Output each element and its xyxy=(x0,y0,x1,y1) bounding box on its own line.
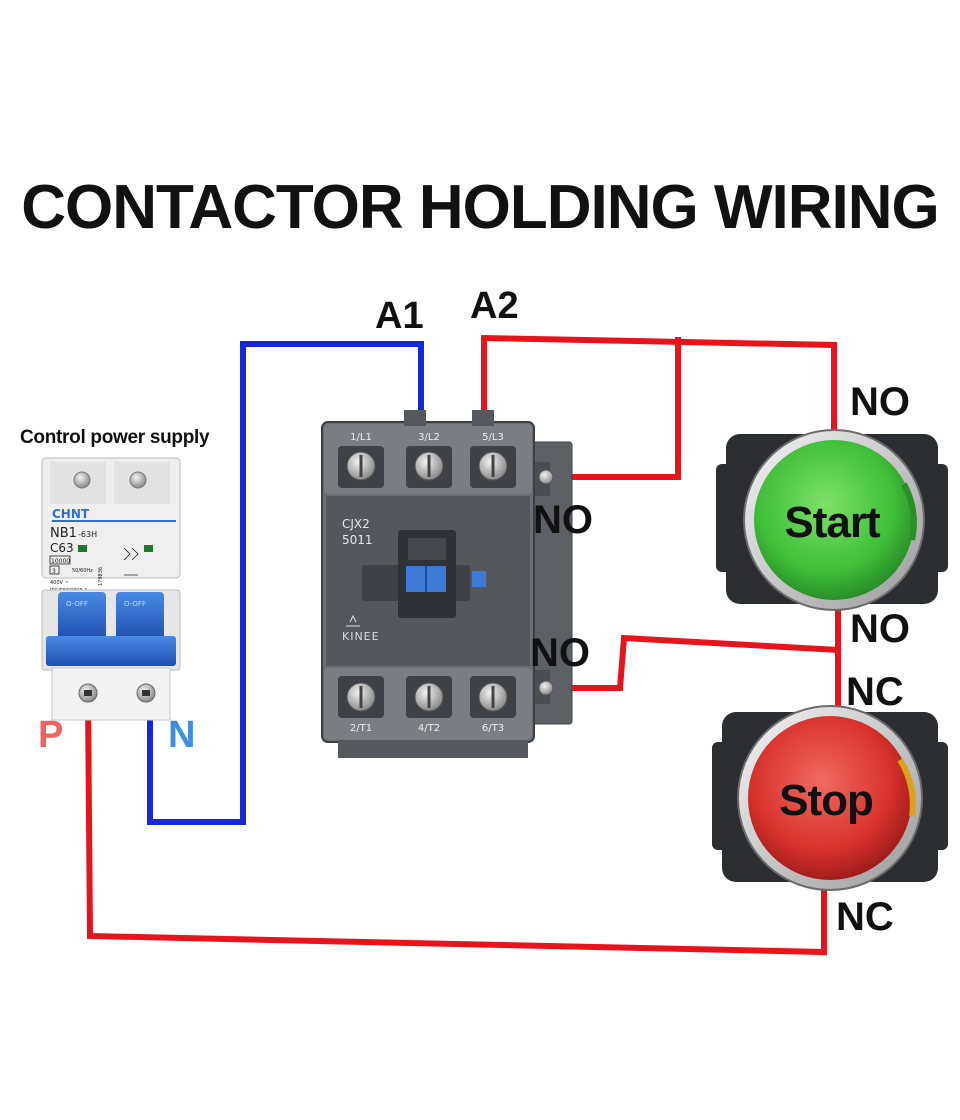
stop-top-nc-label: NC xyxy=(846,670,904,714)
stop-button[interactable]: Stop xyxy=(712,705,948,891)
terminal-label-t3: 6/T3 xyxy=(482,723,504,734)
start-button-label: Start xyxy=(784,498,881,547)
supply-label: Control power supply xyxy=(20,427,210,448)
contactor-model: CJX2 xyxy=(342,517,370,531)
a2-to-start-wire xyxy=(481,334,837,435)
terminal-label-l3: 5/L3 xyxy=(482,432,504,443)
circuit-breaker: CHNT NB1 -63H C63 10000 3 50/60Hz 400V ~… xyxy=(41,457,181,721)
breaker-serial: 179836 xyxy=(98,567,104,586)
start-bottom-no-label: NO xyxy=(850,607,910,651)
breaker-voltage: 400V ~ xyxy=(50,580,69,586)
breaker-toggle-1[interactable] xyxy=(58,592,106,640)
wires xyxy=(84,334,842,956)
neutral-label: N xyxy=(168,714,195,756)
contactor: CJX2 5011 KINEE 1/L1 3/L2 5/L3 xyxy=(321,410,573,758)
terminal-label-l1: 1/L1 xyxy=(350,432,372,443)
breaker-top-screw-2 xyxy=(129,471,147,489)
aux-bottom-screw xyxy=(538,680,554,696)
coil-a1-label: A1 xyxy=(375,295,424,337)
terminal-label-l2: 3/L2 xyxy=(418,432,440,443)
start-button-cap[interactable] xyxy=(754,440,914,600)
breaker-toggle-1-label: O-OFF xyxy=(66,600,88,608)
stop-button-label: Stop xyxy=(779,776,873,825)
aux-no-branch-wire xyxy=(542,337,681,480)
breaker-top-screw-1 xyxy=(73,471,91,489)
aux-no-lower-wire xyxy=(542,634,842,691)
aux-top-screw xyxy=(538,469,554,485)
coil-a2-label: A2 xyxy=(470,285,519,327)
breaker-model: NB1 xyxy=(50,526,77,541)
page-title: CONTACTOR HOLDING WIRING xyxy=(21,173,938,242)
top-terminals: 1/L1 3/L2 5/L3 xyxy=(338,432,516,488)
breaker-toggle-2-label: O-OFF xyxy=(124,600,146,608)
contactor-brand: KINEE xyxy=(342,630,380,643)
breaker-brand: CHNT xyxy=(52,507,90,521)
contactor-number: 5011 xyxy=(342,533,373,547)
phase-label: P xyxy=(38,714,63,756)
aux-bottom-no-label: NO xyxy=(530,631,590,675)
stop-bottom-nc-label: NC xyxy=(836,895,894,939)
bottom-terminals: 2/T1 4/T2 6/T3 xyxy=(338,676,516,734)
breaker-breaking-capacity: 10000 xyxy=(51,558,70,565)
neutral-wire xyxy=(147,341,424,825)
phase-wire xyxy=(84,696,827,956)
aux-top-no-label: NO xyxy=(533,498,593,542)
breaker-toggle-2[interactable] xyxy=(116,592,164,640)
start-button[interactable]: Start xyxy=(716,429,948,611)
breaker-model-suffix: -63H xyxy=(78,530,97,539)
breaker-rating: C63 xyxy=(50,541,74,555)
stop-button-cap[interactable] xyxy=(748,716,912,880)
breaker-class: 3 xyxy=(52,568,56,575)
terminal-label-t1: 2/T1 xyxy=(350,723,372,734)
start-top-no-label: NO xyxy=(850,380,910,424)
breaker-frequency: 50/60Hz xyxy=(72,568,93,574)
terminal-label-t2: 4/T2 xyxy=(418,723,440,734)
